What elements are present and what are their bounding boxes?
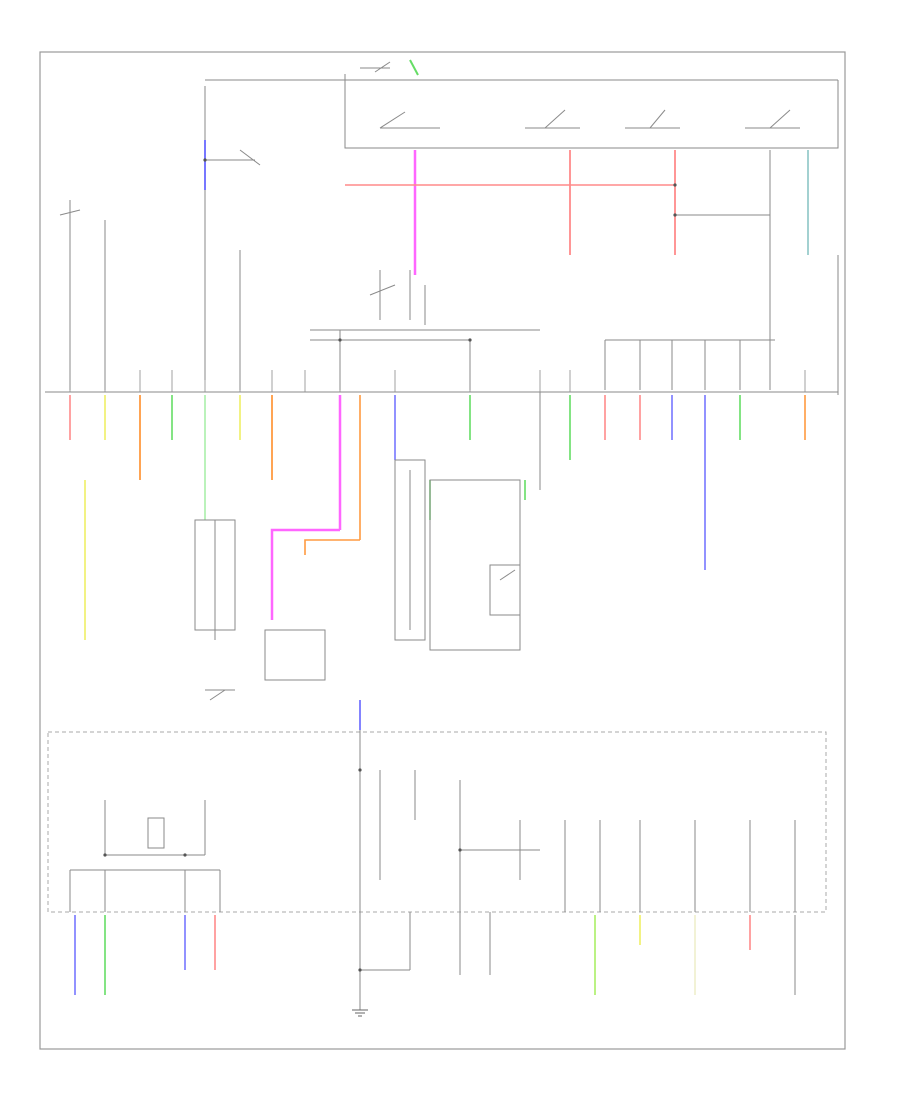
ignition-feed-wires: [59, 86, 261, 390]
bottom-drop-wires: [74, 915, 796, 995]
middle-relay: [310, 270, 540, 390]
fuse-row: [69, 370, 806, 392]
ground-icon: [352, 1009, 368, 1017]
orange-wire-module: [304, 539, 360, 555]
junction-dots: [103, 158, 677, 972]
fuse-block-bus: [45, 339, 838, 393]
bus-drop-wires: [69, 395, 806, 570]
top-relay-box: [205, 61, 839, 149]
green-wire-top: [409, 59, 419, 76]
pink-wire-module: [270, 528, 340, 620]
bottom-box: [47, 731, 827, 913]
diagram-frame: [39, 51, 846, 1050]
bottom-relays: [69, 730, 796, 1010]
mid-modules: [194, 392, 541, 701]
